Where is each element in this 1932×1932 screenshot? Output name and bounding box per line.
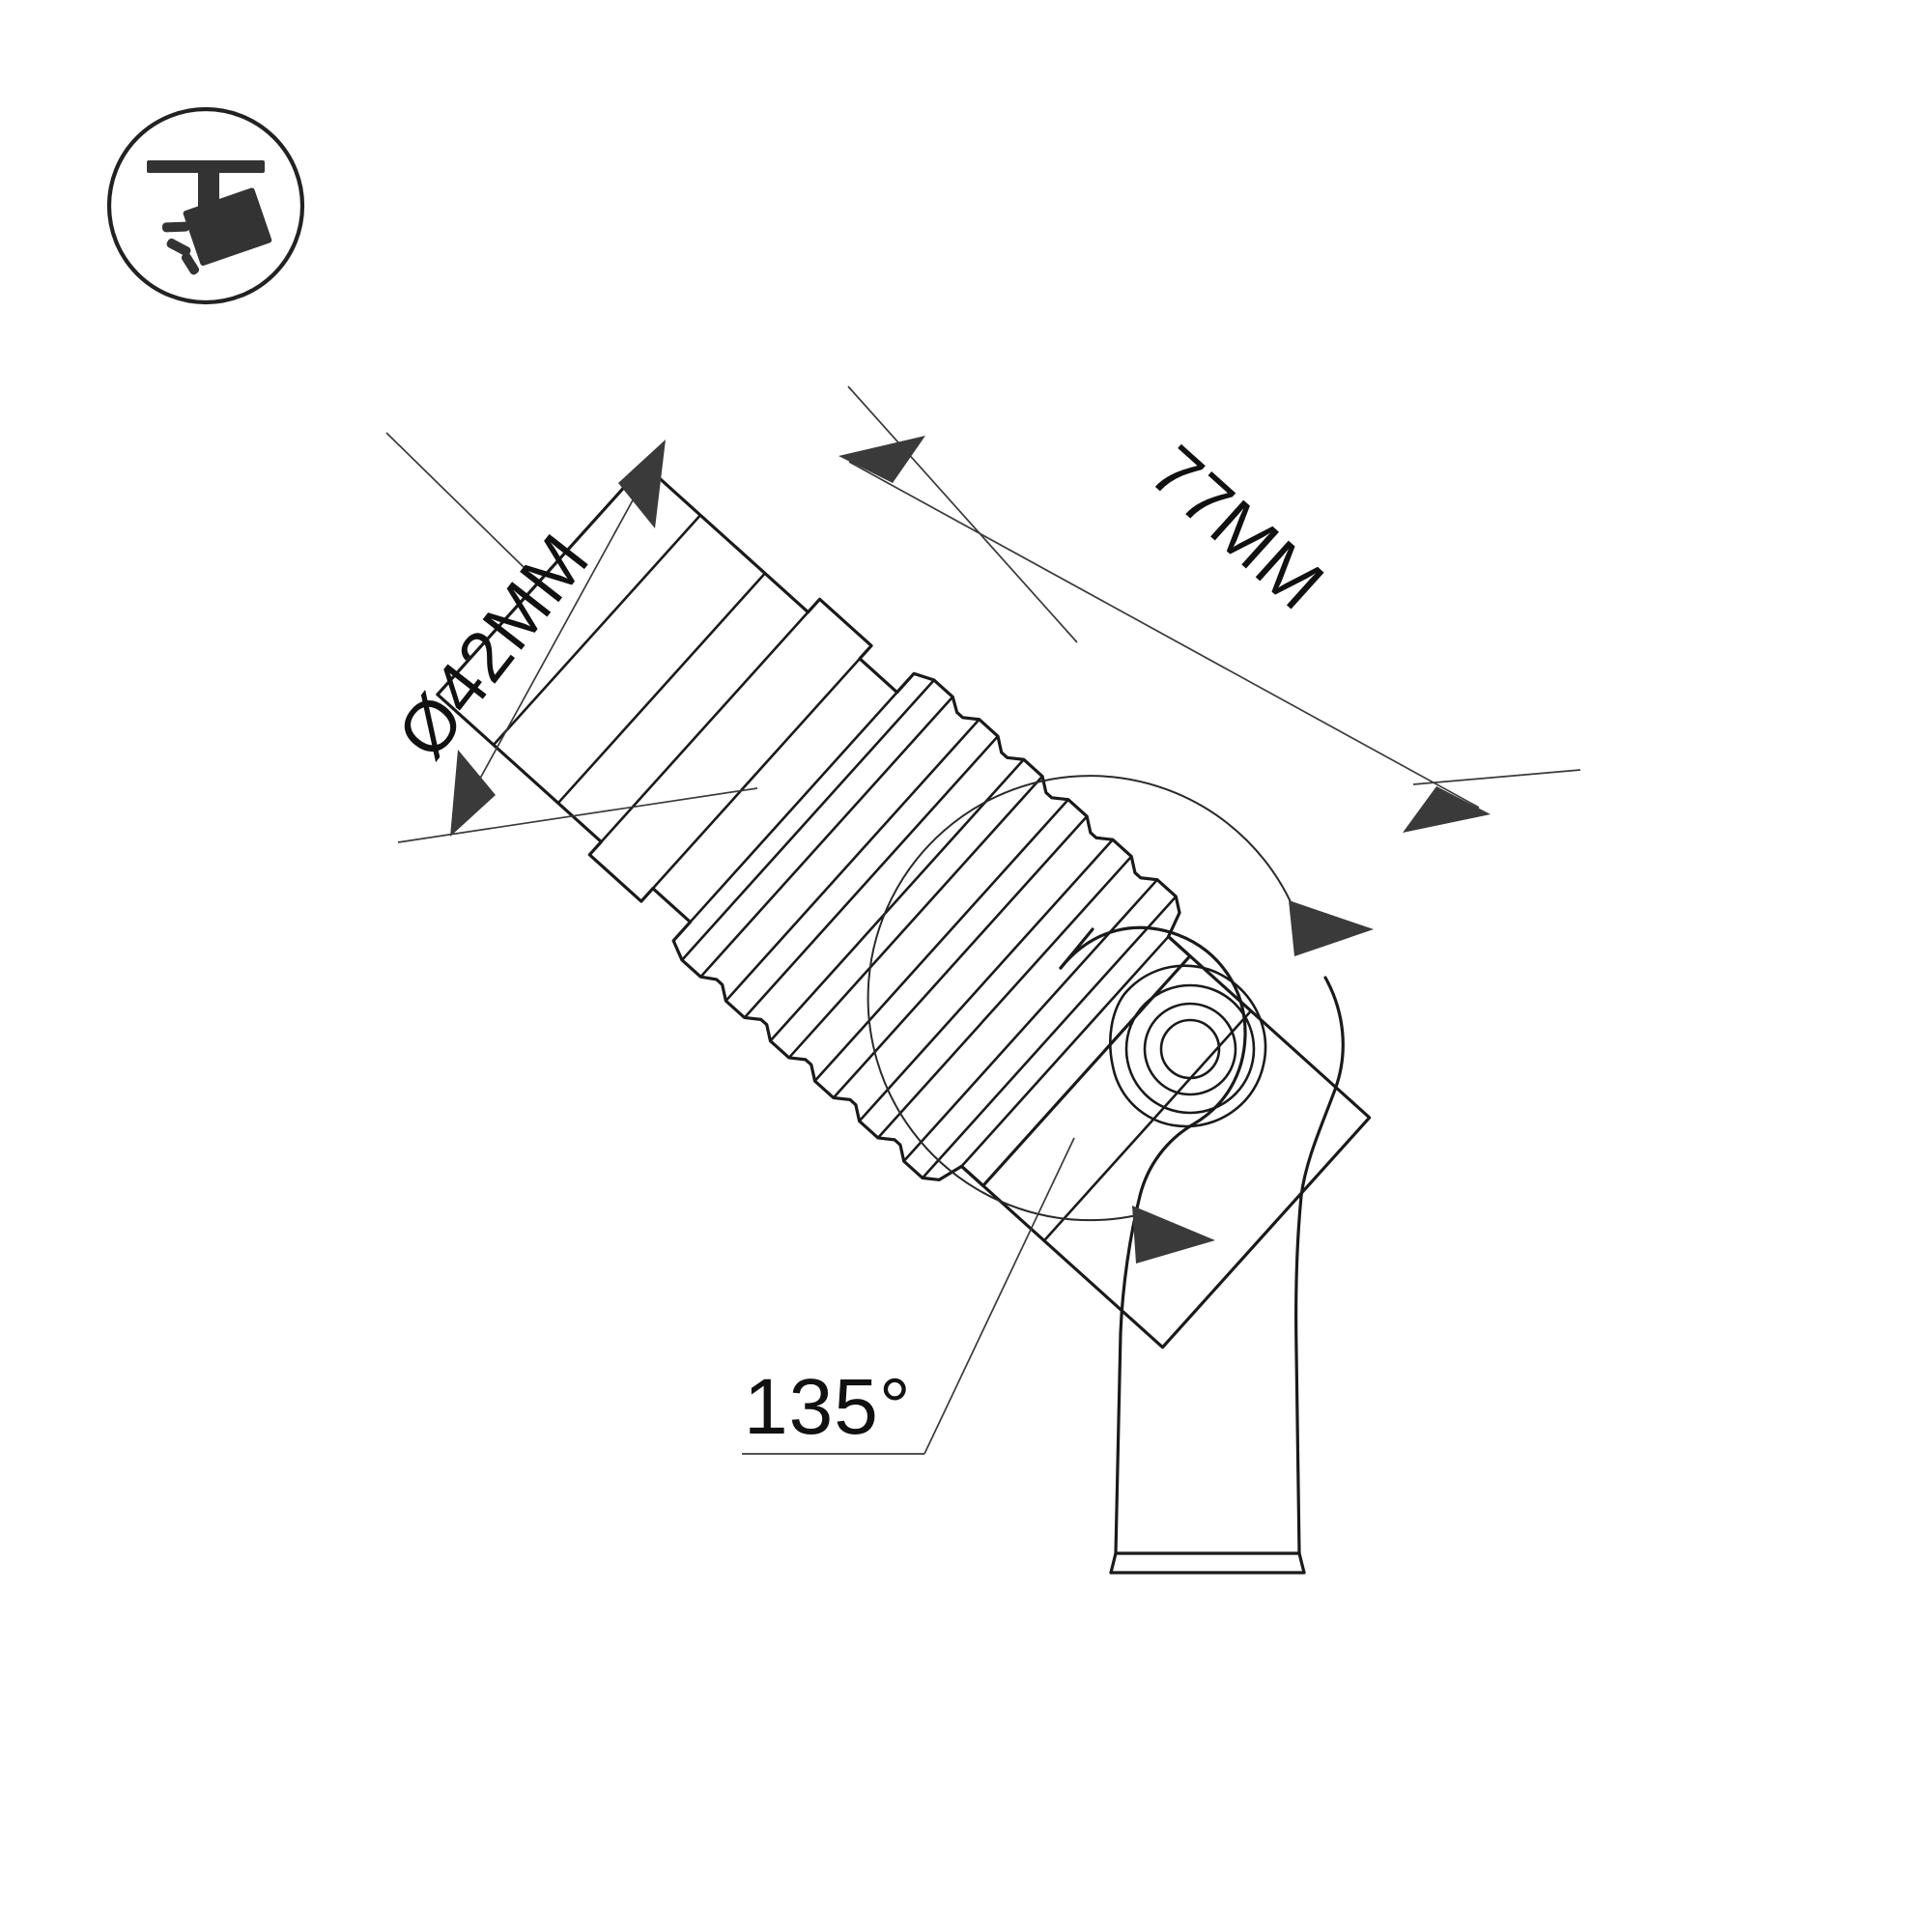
diameter-arrow-upper	[618, 440, 666, 528]
baseplate-right-edge	[1297, 1551, 1306, 1575]
stake-bracket-group	[1059, 925, 1345, 1575]
fin-edge-5	[769, 757, 1026, 1042]
length-dimension-group: 77MM	[838, 385, 1581, 833]
pivot-ring-1	[1124, 983, 1256, 1115]
fin-edge-12	[921, 895, 1178, 1179]
fin-edge-1	[680, 678, 936, 962]
length-label-group: 77MM	[1135, 430, 1339, 625]
product-drawing	[436, 463, 1374, 1575]
diameter-label-group: Ø42MM	[382, 519, 604, 772]
barrel-bottom-edge	[436, 693, 985, 1188]
fin-edge-3	[724, 718, 980, 1003]
fin-edge-4	[743, 734, 1000, 1019]
diameter-dim-line	[453, 448, 662, 827]
length-ext-line-front	[847, 385, 1078, 643]
head-ring-line-1	[492, 513, 702, 747]
bracket-right-contour	[1294, 976, 1345, 1555]
rotation-arc-path	[867, 775, 1293, 1222]
luminaire-barrel-group	[436, 463, 1192, 1188]
fin-edge-8	[832, 814, 1089, 1099]
rear-housing-split-line	[1042, 1009, 1253, 1242]
mounting-type-badge	[106, 106, 305, 305]
heatsink-fin-group	[680, 678, 1178, 1179]
length-label: 77MM	[1135, 430, 1339, 625]
bracket-upper-left-join	[1059, 927, 1094, 970]
fin-edge-11	[902, 878, 1159, 1163]
diameter-ext-line-bottom	[397, 787, 758, 843]
pivot-ring-2	[1143, 1002, 1237, 1096]
fin-edge-7	[813, 798, 1070, 1083]
length-dim-line	[848, 461, 1480, 809]
diameter-arrow-lower	[450, 750, 496, 837]
angle-dimension-group: 135°	[742, 1137, 1075, 1455]
length-arrow-right	[1403, 786, 1491, 833]
angle-label: 135°	[744, 1363, 912, 1451]
pivot-ring-3	[1159, 1018, 1221, 1080]
rear-cap-face	[981, 954, 1192, 1188]
ceiling-mounted-spotlight-icon	[147, 160, 272, 275]
head-ring-line-3	[600, 611, 810, 843]
driver-housing-line	[960, 935, 1170, 1168]
fin-edge-9	[858, 838, 1115, 1122]
rear-housing-group	[959, 934, 1372, 1350]
diameter-dimension-group: Ø42MM	[382, 432, 758, 843]
light-ray-3-shape	[181, 252, 200, 275]
diameter-ext-line-top	[385, 432, 527, 571]
rear-housing-outline	[959, 934, 1372, 1350]
angle-leader-line	[923, 1137, 1075, 1455]
fin-edge-6	[787, 775, 1044, 1060]
light-ray-1-shape	[161, 221, 190, 233]
fin-edge-2	[698, 696, 954, 979]
fin-edge-10	[876, 855, 1133, 1140]
badge-circle-outline	[106, 106, 305, 305]
mount-stem-shape	[198, 173, 219, 209]
rotation-arrow-bottom	[1132, 1206, 1215, 1264]
length-ext-line-rear	[1412, 769, 1581, 785]
rotation-arc-indicator	[867, 775, 1374, 1264]
baseplate-left-edge	[1109, 1551, 1118, 1575]
collar-line-1	[651, 657, 862, 890]
barrel-top-edge	[642, 463, 1192, 958]
pivot-boss-outer	[1109, 964, 1267, 1128]
lens-front-face	[436, 463, 646, 696]
length-arrow-left	[838, 436, 925, 483]
diameter-label: Ø42MM	[382, 519, 604, 772]
luminaire-body-shape	[183, 187, 272, 267]
rotation-arrow-top	[1289, 900, 1374, 956]
ceiling-bar-shape	[147, 160, 265, 173]
head-ring-line-2	[556, 572, 767, 805]
collar-line-2	[689, 691, 898, 923]
light-ray-2-shape	[166, 238, 191, 257]
